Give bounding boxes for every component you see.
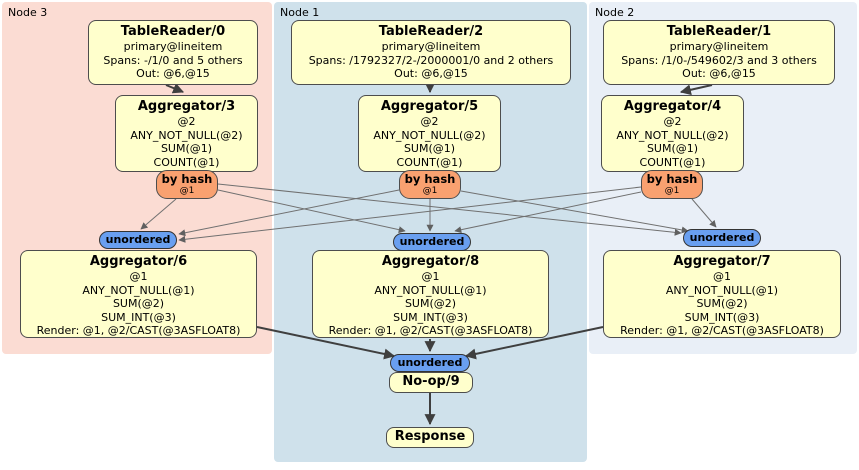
- region-node1-label: Node 1: [280, 6, 320, 19]
- processor-title: TableReader/1: [666, 24, 772, 39]
- unordered-sync-node2: unordered: [683, 229, 761, 247]
- hash-router-key: @1: [179, 186, 195, 196]
- processor-agg-fn: COUNT(@1): [639, 155, 706, 169]
- processor-out: Out: @6,@15: [394, 67, 468, 80]
- response-node: Response: [386, 427, 474, 448]
- processor-title: No-op/9: [402, 374, 460, 389]
- processor-group-cols: @2: [420, 115, 439, 128]
- unordered-sync-node1: unordered: [393, 233, 471, 251]
- processor-tablereader-1: TableReader/1 primary@lineitem Spans: /1…: [603, 20, 835, 85]
- processor-group-cols: @1: [421, 270, 440, 283]
- processor-agg-fn: SUM(@2): [696, 297, 748, 310]
- processor-title: Response: [394, 429, 466, 444]
- processor-agg-fn: COUNT(@1): [396, 155, 463, 169]
- processor-title: Aggregator/7: [673, 254, 771, 269]
- processor-group-cols: @2: [177, 115, 196, 128]
- processor-agg-fn: ANY_NOT_NULL(@2): [130, 128, 243, 142]
- processor-agg-fn: SUM(@1): [403, 142, 456, 155]
- processor-agg-fn: ANY_NOT_NULL(@1): [665, 283, 779, 297]
- hash-router-label: by hash: [161, 172, 213, 186]
- processor-agg-fn: ANY_NOT_NULL(@1): [82, 283, 195, 297]
- processor-agg-fn: SUM(@1): [160, 142, 213, 155]
- processor-agg-fn: SUM_INT(@3): [684, 310, 760, 324]
- processor-title: Aggregator/8: [381, 254, 480, 269]
- processor-agg-fn: SUM_INT(@3): [393, 310, 468, 324]
- processor-title: Aggregator/6: [89, 254, 188, 269]
- hash-router-label: by hash: [646, 172, 698, 186]
- processor-index: primary@lineitem: [123, 40, 223, 53]
- processor-spans: Spans: -/1/0 and 5 others: [103, 53, 243, 67]
- unordered-sync-final: unordered: [390, 354, 470, 372]
- processor-title: TableReader/0: [120, 24, 226, 39]
- processor-group-cols: @1: [129, 270, 148, 283]
- region-node3-label: Node 3: [8, 6, 48, 19]
- hash-router-node1: by hash @1: [399, 170, 461, 199]
- processor-render-expr: Render: @1, @2/CAST(@3ASFLOAT8): [36, 324, 241, 337]
- unordered-sync-node3: unordered: [99, 231, 177, 249]
- processor-title: Aggregator/4: [623, 99, 722, 114]
- processor-out: Out: @6,@15: [136, 67, 210, 80]
- hash-router-key: @1: [422, 186, 438, 196]
- processor-aggregator-5: Aggregator/5 @2 ANY_NOT_NULL(@2) SUM(@1)…: [358, 95, 501, 172]
- processor-index: primary@lineitem: [381, 40, 481, 53]
- processor-aggregator-4: Aggregator/4 @2 ANY_NOT_NULL(@2) SUM(@1)…: [601, 95, 744, 172]
- processor-title: Aggregator/5: [380, 99, 479, 114]
- processor-aggregator-3: Aggregator/3 @2 ANY_NOT_NULL(@2) SUM(@1)…: [115, 95, 258, 172]
- processor-render-expr: Render: @1, @2/CAST(@3ASFLOAT8): [328, 324, 533, 337]
- processor-noop-9: No-op/9: [389, 372, 473, 393]
- processor-aggregator-8: Aggregator/8 @1 ANY_NOT_NULL(@1) SUM(@2)…: [312, 250, 549, 338]
- hash-router-key: @1: [664, 186, 680, 196]
- processor-render-expr: Render: @1, @2/CAST(@3ASFLOAT8): [620, 324, 824, 337]
- hash-router-node2: by hash @1: [641, 170, 703, 199]
- processor-agg-fn: ANY_NOT_NULL(@2): [616, 128, 729, 142]
- processor-tablereader-2: TableReader/2 primary@lineitem Spans: /1…: [291, 20, 571, 85]
- processor-agg-fn: ANY_NOT_NULL(@1): [374, 283, 487, 297]
- processor-title: TableReader/2: [378, 24, 484, 39]
- processor-aggregator-6: Aggregator/6 @1 ANY_NOT_NULL(@1) SUM(@2)…: [20, 250, 257, 338]
- hash-router-label: by hash: [404, 172, 456, 186]
- processor-agg-fn: ANY_NOT_NULL(@2): [373, 128, 486, 142]
- processor-spans: Spans: /1/0-/549602/3 and 3 others: [621, 53, 817, 67]
- processor-agg-fn: COUNT(@1): [153, 155, 220, 169]
- processor-tablereader-0: TableReader/0 primary@lineitem Spans: -/…: [88, 20, 258, 85]
- region-node2-label: Node 2: [595, 6, 635, 19]
- processor-title: Aggregator/3: [137, 99, 236, 114]
- hash-router-node3: by hash @1: [156, 170, 218, 199]
- processor-group-cols: @2: [663, 115, 682, 128]
- processor-agg-fn: SUM_INT(@3): [101, 310, 176, 324]
- processor-agg-fn: SUM(@2): [112, 297, 165, 310]
- processor-agg-fn: SUM(@2): [404, 297, 457, 310]
- processor-spans: Spans: /1792327/2-/2000001/0 and 2 other…: [308, 53, 554, 67]
- processor-index: primary@lineitem: [669, 40, 769, 53]
- processor-aggregator-7: Aggregator/7 @1 ANY_NOT_NULL(@1) SUM(@2)…: [603, 250, 841, 338]
- processor-agg-fn: SUM(@1): [646, 142, 699, 155]
- processor-group-cols: @1: [713, 270, 731, 283]
- processor-out: Out: @6,@15: [682, 67, 756, 80]
